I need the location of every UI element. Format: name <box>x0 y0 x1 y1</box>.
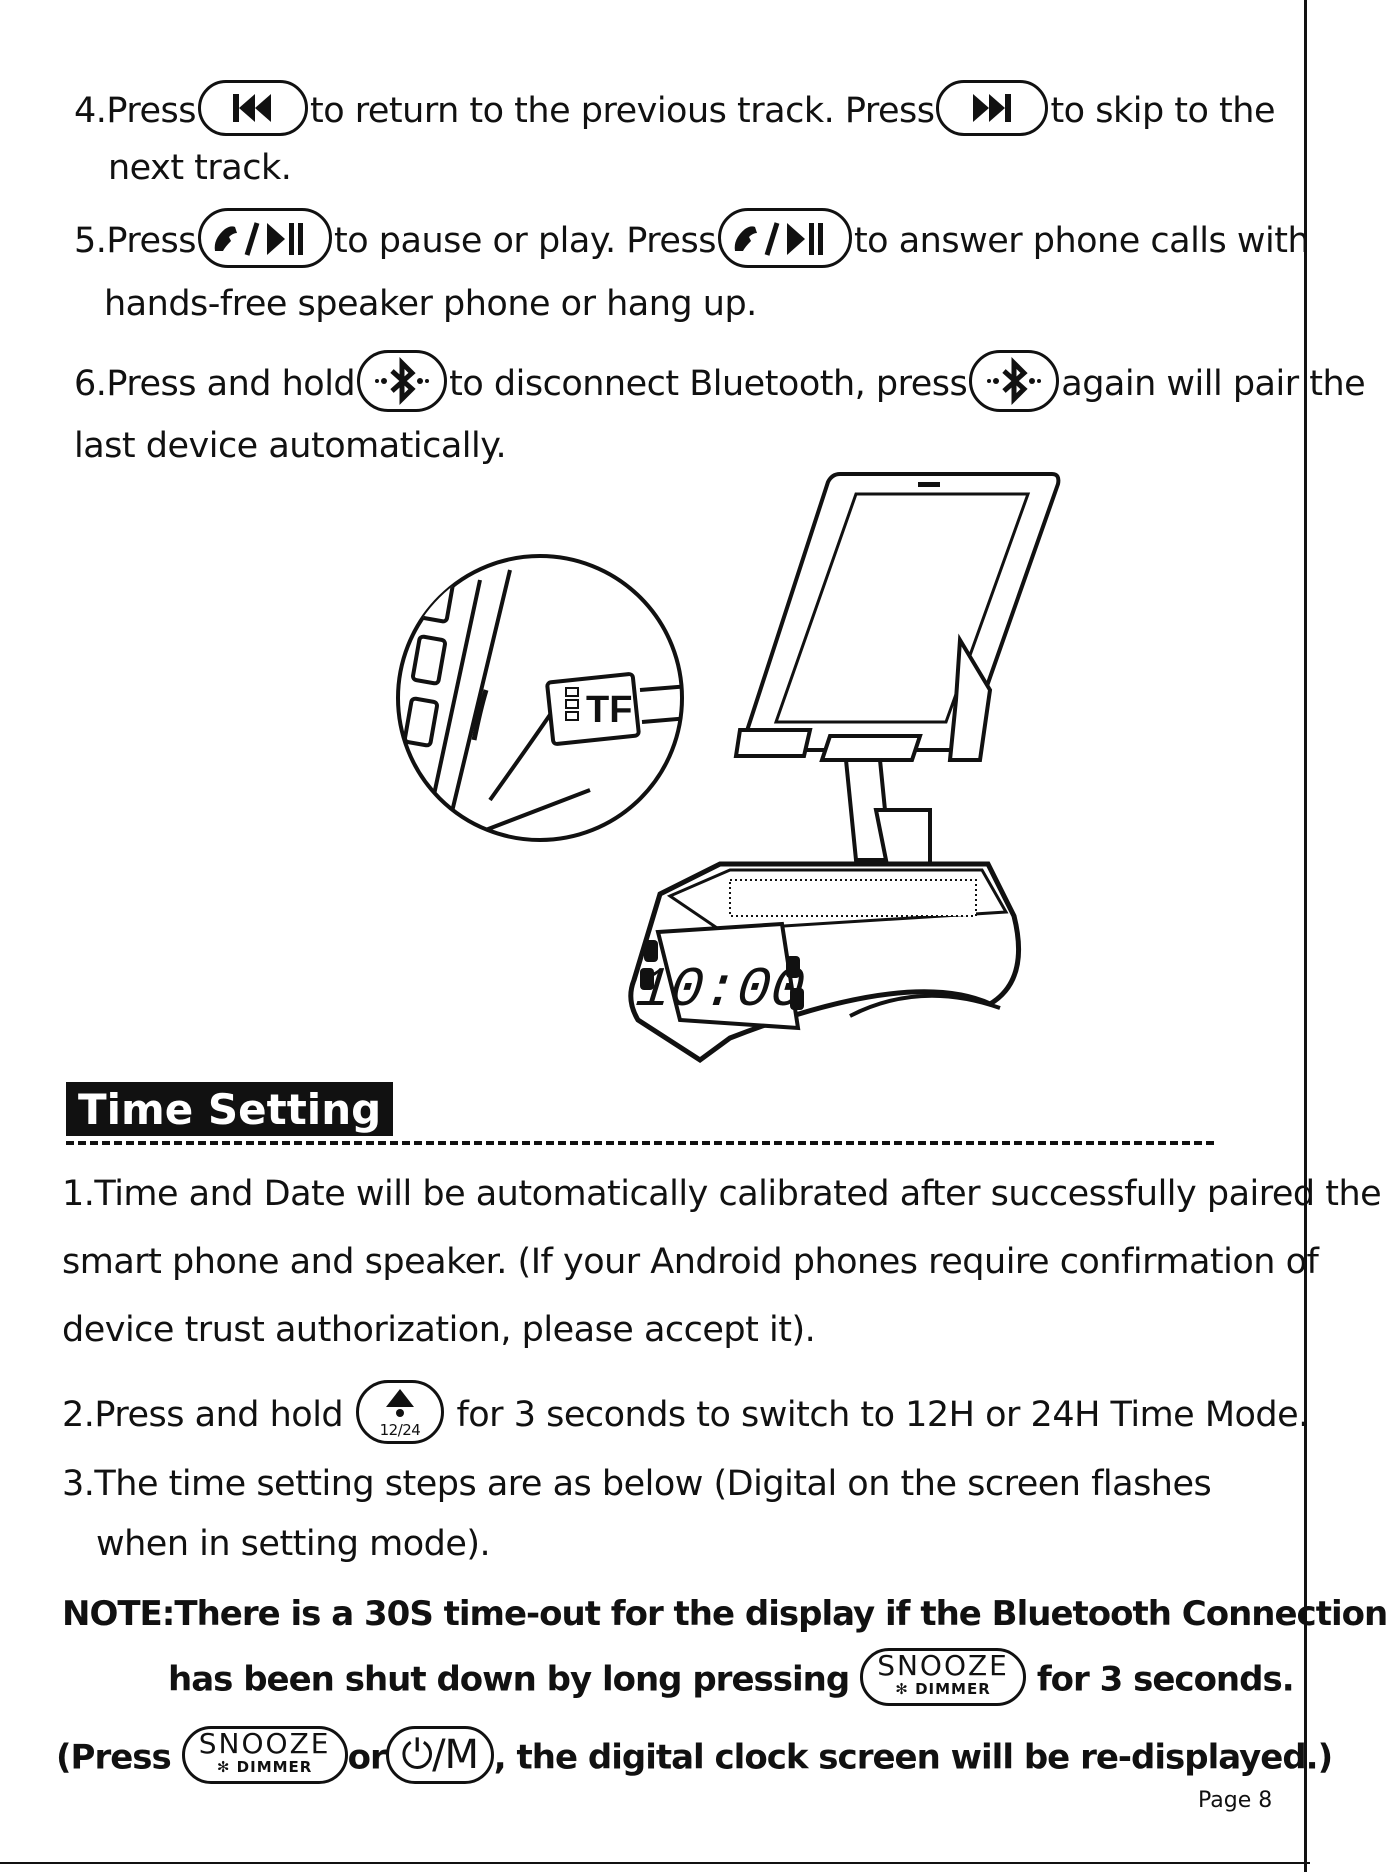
ts-para-2-text-a: 2.Press and hold <box>62 1395 344 1435</box>
press-text-b: , the digital clock screen will be re-di… <box>493 1737 1333 1778</box>
snooze-label: SNOOZE <box>877 1649 1009 1682</box>
power-mode-button-icon: ⏻/M <box>385 1726 494 1784</box>
step-4-line-2: next track. <box>108 148 292 188</box>
step-6-text-a: 6.Press and hold <box>74 364 356 404</box>
ts-para-3-line-1: 3.The time setting steps are as below (D… <box>62 1464 1212 1504</box>
dimmer-label: ✻ DIMMER <box>895 1680 991 1698</box>
snooze-dimmer-button-icon: SNOOZE✻ DIMMER <box>860 1648 1027 1706</box>
step-4-text-b: to return to the previous track. Press <box>310 91 935 131</box>
step-5-text-b: to pause or play. Press <box>334 221 716 261</box>
ts-para-3-line-2: when in setting mode). <box>96 1524 491 1564</box>
step-5-text-c: to answer phone calls with <box>853 221 1310 261</box>
page-edge <box>1304 0 1307 1872</box>
step-6-line-1: 6.Press and hold to disconnect Bluetooth,… <box>74 350 1366 416</box>
ts-para-1-line-2: smart phone and speaker. (If your Androi… <box>62 1242 1319 1282</box>
clock-base-drawing: 10:00 <box>628 861 1022 1064</box>
power-mode-label: /M <box>432 1732 479 1778</box>
press-text-or: or <box>347 1737 387 1778</box>
note-line-2: has been shut down by long pressing SNOO… <box>168 1648 1295 1710</box>
mode-12-24-label: 12/24 <box>379 1421 420 1439</box>
tf-card-zoom-circle: TF <box>396 554 684 842</box>
step-4-line-1: 4.Press to return to the previous track. … <box>74 80 1275 140</box>
previous-track-button-icon <box>198 80 309 136</box>
snooze-dimmer-button-icon-2: SNOOZE✻ DIMMER <box>181 1726 348 1784</box>
step-4-text-c: to skip to the <box>1050 91 1275 131</box>
next-track-button-icon <box>936 80 1049 136</box>
ts-para-2-text-b: for 3 seconds to switch to 12H or 24H Ti… <box>456 1395 1309 1435</box>
mode-12-24-button-icon: 12/24 <box>355 1380 444 1444</box>
step-4-text-a: 4.Press <box>74 91 197 131</box>
call-play-pause-button-icon-2 <box>717 208 852 268</box>
page-bottom-edge <box>0 1862 1310 1864</box>
tf-label: TF <box>586 689 632 731</box>
product-illustration: TF 10:00 <box>396 472 1061 1064</box>
bluetooth-button-icon <box>357 350 448 412</box>
bluetooth-button-icon-2 <box>969 350 1060 412</box>
note-line-1: NOTE:There is a 30S time-out for the dis… <box>62 1594 1387 1634</box>
ts-para-1-line-3: device trust authorization, please accep… <box>62 1310 816 1350</box>
press-text-a: (Press <box>56 1737 172 1778</box>
step-5-line-2: hands-free speaker phone or hang up. <box>104 284 757 324</box>
ts-para-1-line-1: 1.Time and Date will be automatically ca… <box>62 1174 1382 1214</box>
note-text-b: has been shut down by long pressing <box>168 1659 850 1700</box>
step-6-text-b: to disconnect Bluetooth, press <box>449 364 968 404</box>
step-6-line-2: last device automatically. <box>74 426 507 466</box>
page-number: Page 8 <box>1198 1788 1273 1813</box>
phone-stand-drawing <box>733 472 1061 882</box>
step-5-line-1: 5.Press to pause or play. Press to answer … <box>74 208 1310 272</box>
power-icon: ⏻ <box>401 1732 433 1778</box>
call-play-pause-button-icon <box>198 208 333 268</box>
clock-display-time: 10:00 <box>633 958 808 1022</box>
step-5-text-a: 5.Press <box>74 221 197 261</box>
section-heading-time-setting: Time Setting <box>66 1082 394 1136</box>
dimmer-label-2: ✻ DIMMER <box>216 1758 313 1776</box>
section-divider <box>66 1141 1214 1145</box>
ts-para-2: 2.Press and hold 12/24 for 3 seconds to … <box>62 1380 1309 1448</box>
note-text-c: for 3 seconds. <box>1036 1659 1295 1700</box>
step-6-text-c: again will pair the <box>1061 364 1366 404</box>
snooze-label-2: SNOOZE <box>198 1727 331 1760</box>
